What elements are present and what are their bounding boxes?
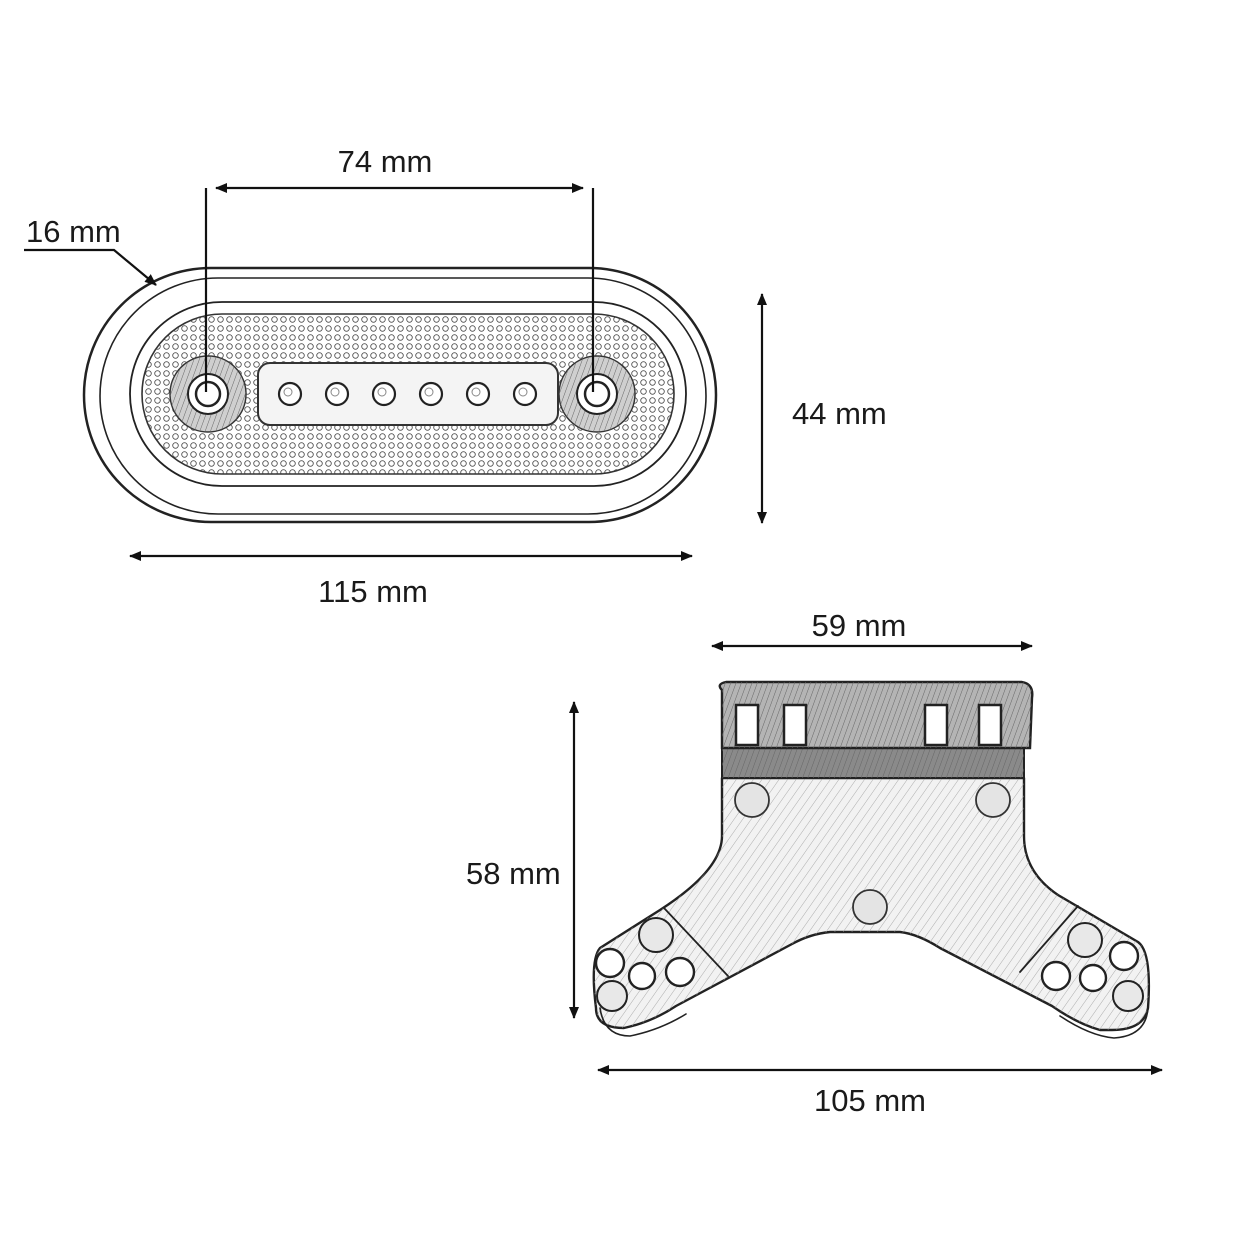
led — [465, 381, 491, 407]
dimension-bracket-height: 58 mm — [466, 701, 579, 1019]
bracket-plate-edge — [599, 1007, 687, 1037]
mounting-bracket — [592, 680, 1151, 1039]
plate-bosses — [734, 782, 1011, 925]
dimension-hole-diameter: 16 mm — [24, 214, 157, 286]
dimension-label-bracket-height: 58 mm — [466, 856, 561, 891]
dimension-lamp-height: 44 mm — [757, 293, 887, 524]
dimension-lamp-length: 115 mm — [129, 551, 693, 609]
dimension-label-bracket-top-width: 59 mm — [812, 608, 907, 643]
led-highlight — [518, 387, 528, 397]
dimension-bracket-top-width: 59 mm — [711, 608, 1033, 651]
flange-slot — [782, 703, 808, 747]
lamp-inner-rim — [129, 301, 687, 487]
led — [418, 381, 444, 407]
dimension-bracket-width: 105 mm — [597, 1065, 1163, 1118]
lamp-led-strip — [257, 362, 559, 426]
left-wing-holes — [594, 917, 696, 1012]
dimension-label-hole-diameter: 16 mm — [26, 214, 121, 249]
marker-lamp — [82, 266, 718, 524]
left-mounting-hole — [169, 355, 247, 433]
led — [512, 381, 538, 407]
led-row — [277, 381, 538, 407]
led — [277, 381, 303, 407]
right-mounting-hole — [558, 355, 636, 433]
flange-slot — [734, 703, 760, 747]
dimension-label-hole-spacing: 74 mm — [338, 144, 433, 179]
flange-slot — [923, 703, 949, 747]
right-wing-holes — [1040, 922, 1144, 1012]
flange-slots — [734, 703, 1003, 747]
led-highlight — [330, 387, 340, 397]
dimension-hole-spacing: 74 mm — [204, 144, 595, 392]
flange-slot — [977, 703, 1003, 747]
dimension-label-lamp-height: 44 mm — [792, 396, 887, 431]
led-highlight — [283, 387, 293, 397]
dimension-label-bracket-width: 105 mm — [814, 1083, 926, 1118]
lamp-housing-edge — [99, 277, 707, 515]
led — [324, 381, 350, 407]
led-highlight — [377, 387, 387, 397]
led-highlight — [424, 387, 434, 397]
led — [371, 381, 397, 407]
led-highlight — [471, 387, 481, 397]
lamp-outer-housing — [82, 266, 718, 524]
dimension-label-lamp-length: 115 mm — [318, 574, 428, 609]
